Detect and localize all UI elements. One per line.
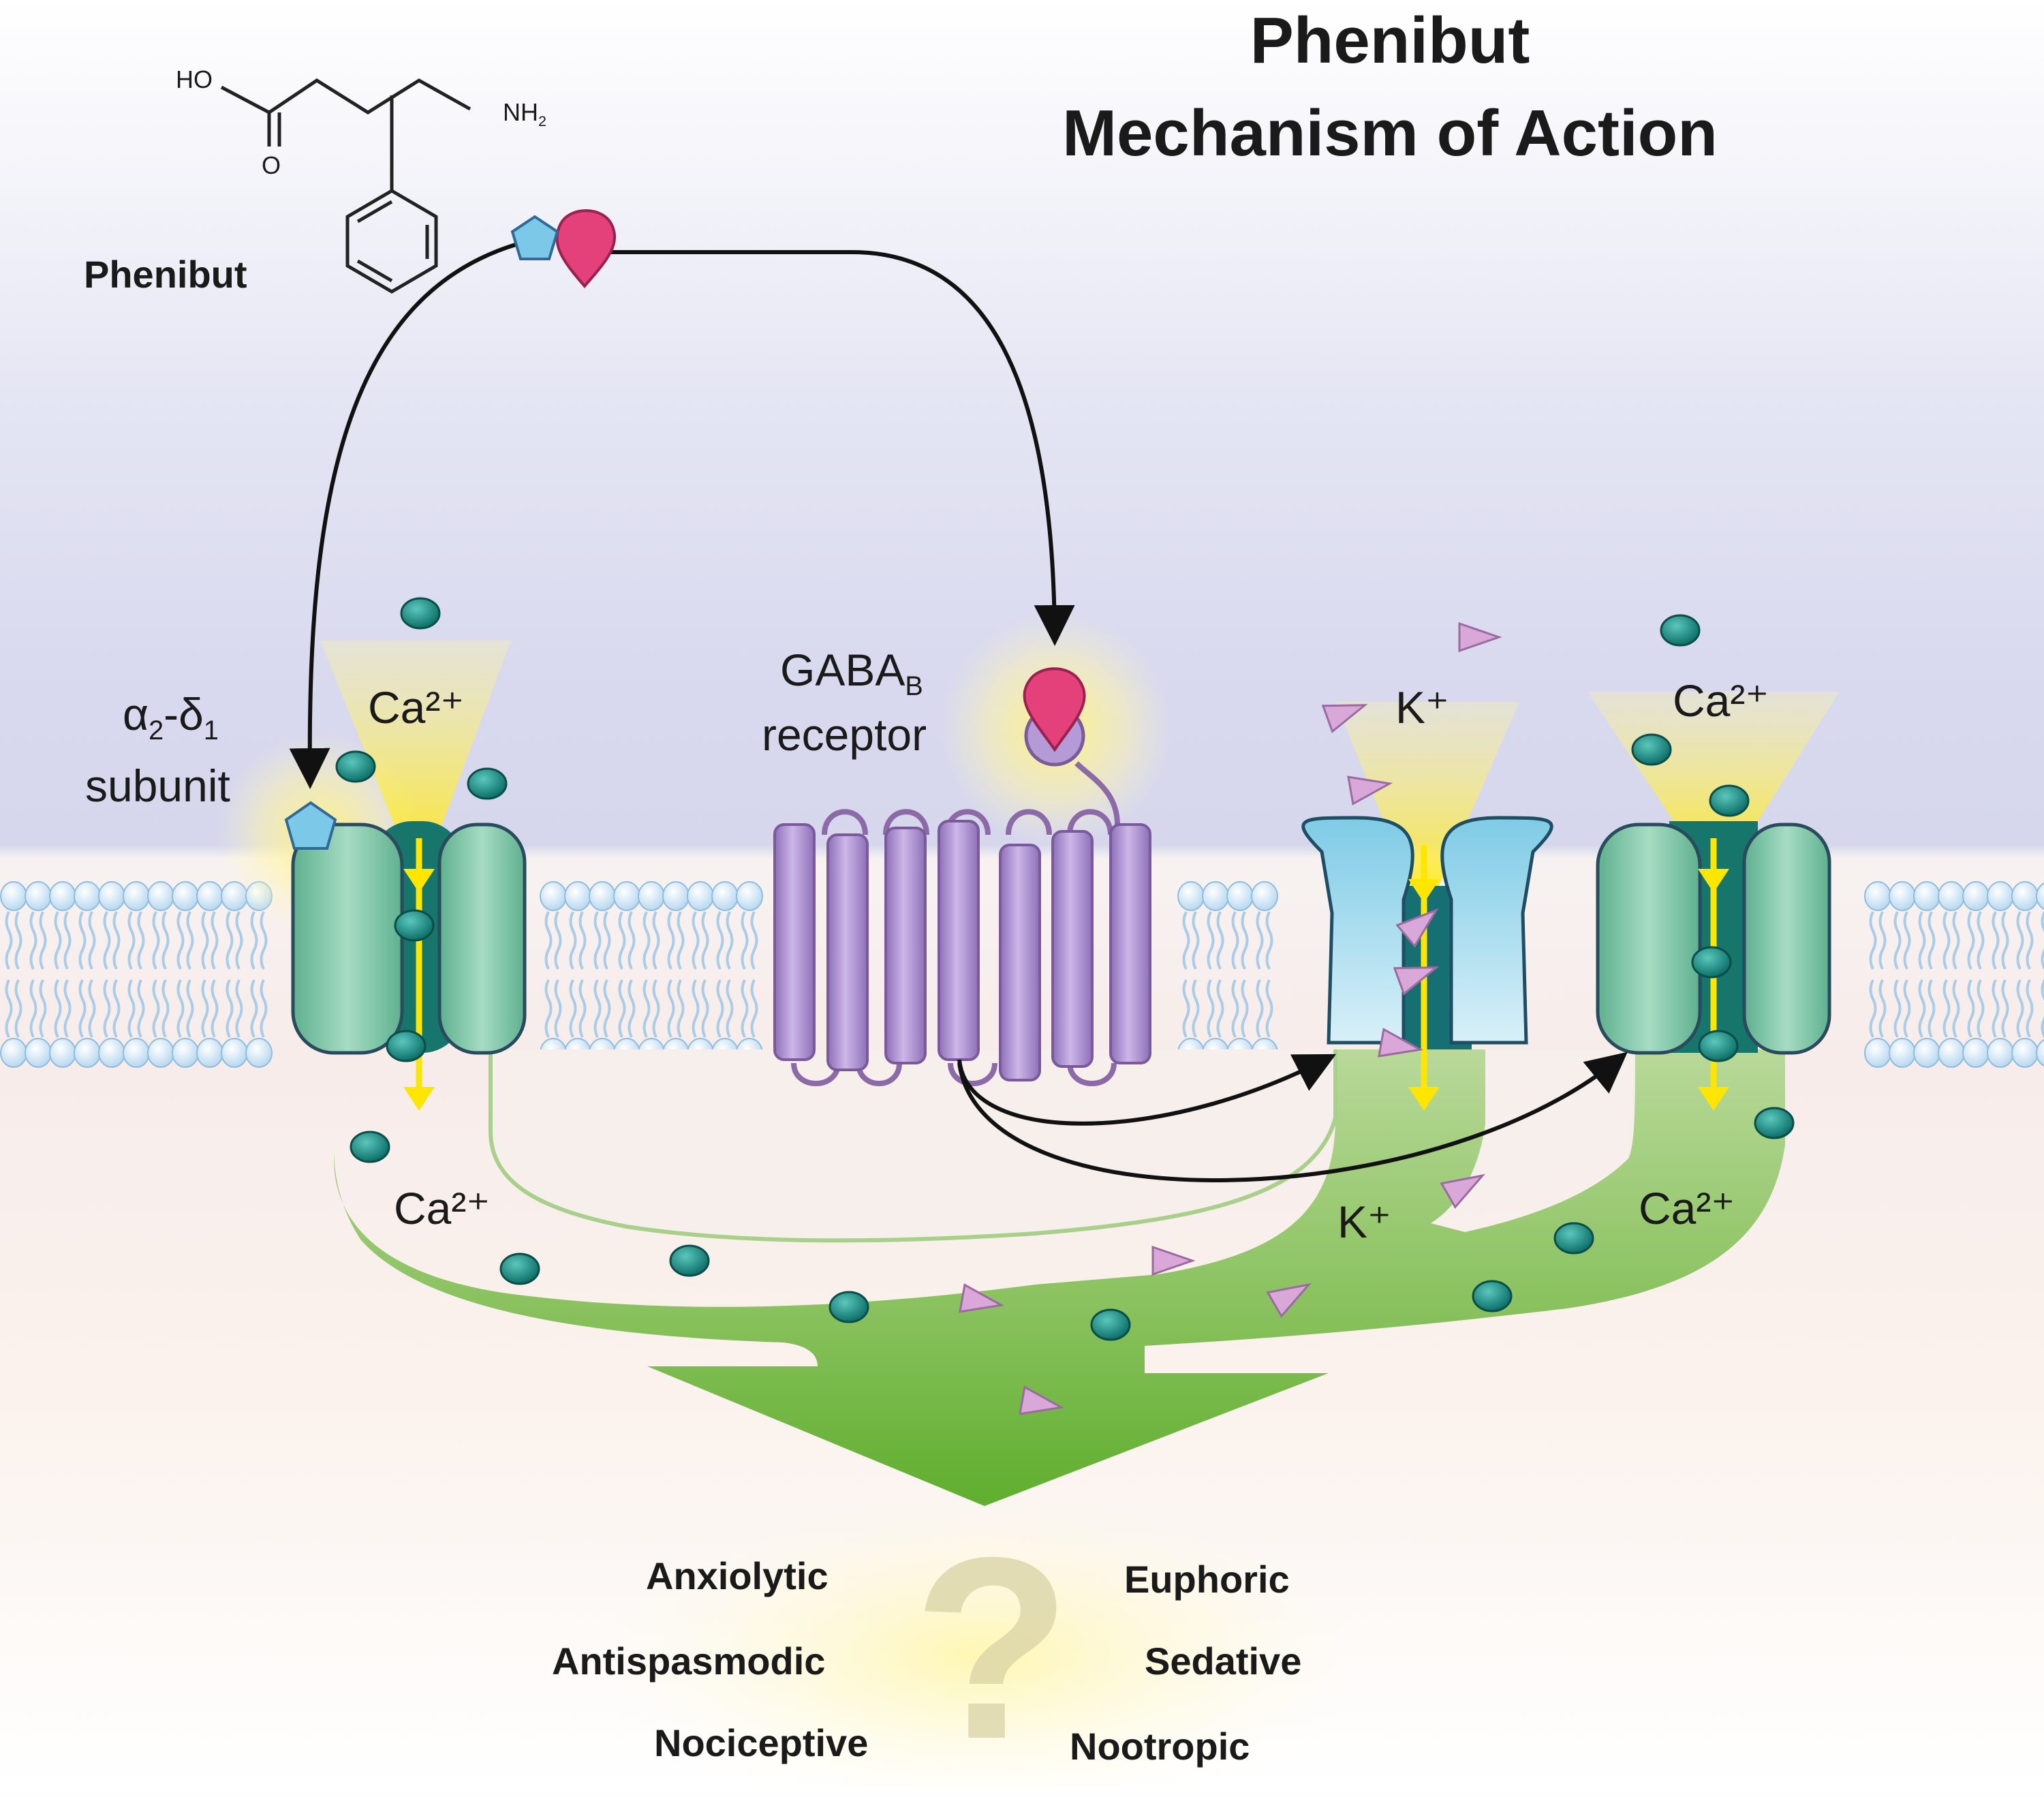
molecule-o: O xyxy=(262,151,281,179)
lipid xyxy=(1889,880,1916,1069)
lipid xyxy=(1938,880,1965,1069)
potassium-ion xyxy=(1378,1028,1424,1058)
lipid xyxy=(662,880,690,1069)
calcium-ion xyxy=(1090,1308,1131,1341)
calcium-ion xyxy=(829,1291,869,1323)
effects-glow xyxy=(600,1499,1363,1788)
lipid xyxy=(147,880,174,1069)
lipid xyxy=(1177,880,1205,1069)
lipid xyxy=(2036,880,2044,1069)
lipid xyxy=(687,880,714,1069)
potassium-ion xyxy=(1458,621,1502,653)
gaba-b-label: GABAB xyxy=(780,645,923,702)
potassium-ion xyxy=(959,1283,1005,1313)
lipid xyxy=(1202,880,1229,1069)
lipid xyxy=(25,880,52,1069)
ca-channel-right xyxy=(1596,821,1831,1111)
lipid xyxy=(1962,880,1989,1069)
ca-influx-cone-left xyxy=(320,641,511,886)
phenibut-drug-symbol xyxy=(510,209,617,289)
lipid xyxy=(613,880,640,1069)
calcium-ion xyxy=(1691,946,1732,979)
lipid xyxy=(1987,880,2014,1069)
gaba-b-receptor xyxy=(773,667,1151,1086)
ca-label-right-top: Ca²⁺ xyxy=(1673,675,1769,726)
potassium-ion xyxy=(1395,908,1439,948)
lipid xyxy=(0,880,27,1069)
receptor-label: receptor xyxy=(762,709,927,760)
k-flux-cone xyxy=(1335,702,1519,920)
ca-label-left-bottom: Ca²⁺ xyxy=(394,1183,491,1233)
calcium-ion xyxy=(1709,784,1750,817)
lipid xyxy=(98,880,125,1069)
phenibut-structure xyxy=(220,78,471,294)
ca-label-left-top: Ca²⁺ xyxy=(368,682,465,733)
calcium-ion xyxy=(499,1253,540,1285)
potassium-ions xyxy=(959,621,1502,1415)
subunit-label: subunit xyxy=(85,761,230,811)
calcium-ion xyxy=(1754,1107,1795,1139)
potassium-ion xyxy=(1321,704,1368,733)
potassium-ion xyxy=(1440,1173,1485,1209)
unknown-question-mark: ? xyxy=(913,1503,1072,1793)
calcium-ion xyxy=(669,1244,710,1277)
calcium-ion xyxy=(1698,1030,1739,1062)
lipid xyxy=(638,880,665,1069)
lipid xyxy=(1226,880,1254,1069)
lipid xyxy=(589,880,616,1069)
effect-sedative: Sedative xyxy=(1145,1640,1302,1683)
drug-arrows xyxy=(289,242,1628,1182)
k-channel xyxy=(1301,816,1553,1111)
calcium-ion xyxy=(350,1131,390,1163)
potassium-ion xyxy=(1151,1245,1196,1276)
lipid xyxy=(196,880,223,1069)
lipid xyxy=(221,880,248,1069)
lipid xyxy=(49,880,76,1069)
bound-pentagon-icon xyxy=(284,801,337,850)
lipid xyxy=(172,880,199,1069)
calcium-ion xyxy=(1472,1280,1513,1312)
effect-euphoric: Euphoric xyxy=(1124,1558,1290,1601)
calcium-ion xyxy=(1553,1222,1594,1255)
k-label-top: K⁺ xyxy=(1395,682,1449,733)
molecule-nh2: NH2 xyxy=(503,98,547,130)
lipid xyxy=(2011,880,2039,1069)
calcium-ion xyxy=(394,909,435,942)
lipid xyxy=(74,880,101,1069)
calcium-ion xyxy=(467,767,508,800)
alpha2-delta1-label: α2-δ1 xyxy=(123,689,219,746)
calcium-ion xyxy=(386,1030,427,1062)
effect-nociceptive: Nociceptive xyxy=(654,1721,869,1764)
ca-label-right-bottom: Ca²⁺ xyxy=(1639,1183,1735,1233)
lipid xyxy=(1251,880,1278,1069)
title-line-1: Phenibut xyxy=(1250,4,1530,77)
calcium-ion xyxy=(400,597,441,630)
molecule-name: Phenibut xyxy=(84,253,247,296)
calcium-ion xyxy=(1631,733,1672,766)
lipid xyxy=(1864,880,1891,1069)
lipid xyxy=(540,880,567,1069)
lipid xyxy=(736,880,763,1069)
k-label-bottom: K⁺ xyxy=(1337,1197,1391,1247)
potassium-ion xyxy=(1266,1283,1312,1318)
calcium-ion xyxy=(1660,614,1701,647)
lipid xyxy=(711,880,739,1069)
potassium-ion xyxy=(1019,1385,1065,1415)
lipid xyxy=(1913,880,1940,1069)
effect-anxiolytic: Anxiolytic xyxy=(646,1554,829,1597)
potassium-ion xyxy=(1347,775,1393,805)
title-line-2: Mechanism of Action xyxy=(1062,97,1718,170)
lipid xyxy=(123,880,150,1069)
potassium-ion xyxy=(1393,966,1440,996)
molecule-ho: HO xyxy=(176,65,213,93)
calcium-ion xyxy=(335,750,376,783)
effect-nootropic: Nootropic xyxy=(1070,1725,1250,1768)
calcium-ions xyxy=(335,597,1795,1341)
lipid xyxy=(564,880,591,1069)
effect-antispasmodic: Antispasmodic xyxy=(552,1640,826,1683)
